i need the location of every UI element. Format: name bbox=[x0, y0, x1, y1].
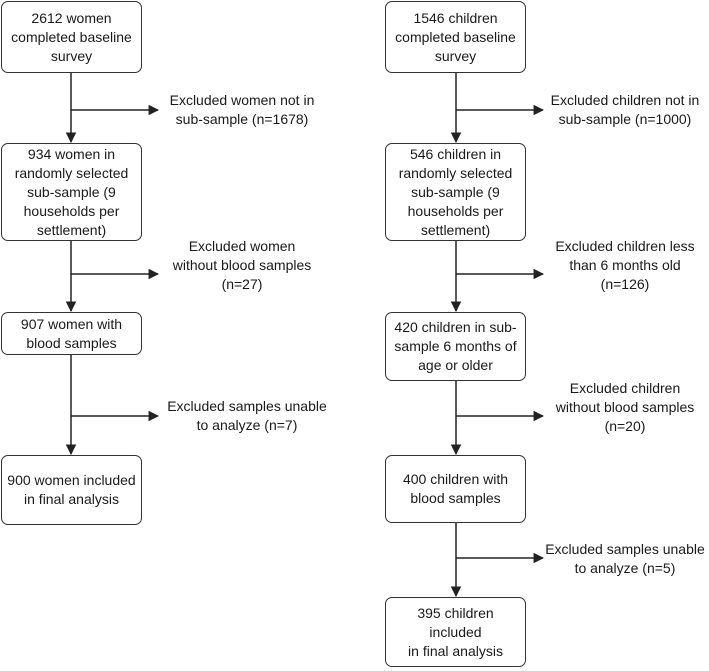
women-exclusion-unable-analyze: Excluded samples unable to analyze (n=7) bbox=[167, 398, 327, 433]
children-exclusion-no-blood: Excluded children without blood samples … bbox=[555, 380, 695, 434]
women-exclusion-no-blood: Excluded women without blood samples (n=… bbox=[172, 238, 312, 292]
women-box-subsample: 934 women in randomly selected sub-sampl… bbox=[1, 143, 142, 241]
children-exclusion-under-six-months: Excluded children less than 6 months old… bbox=[555, 238, 695, 292]
children-box-blood-samples: 400 children with blood samples bbox=[385, 455, 526, 523]
children-box-final: 395 children included in final analysis bbox=[385, 597, 526, 667]
women-box-baseline: 2612 women completed baseline survey bbox=[1, 1, 142, 73]
children-box-six-months: 420 children in sub- sample 6 months of … bbox=[385, 312, 526, 381]
children-exclusion-unable-analyze: Excluded samples unable to analyze (n=5) bbox=[545, 541, 705, 576]
children-box-subsample: 546 children in randomly selected sub-sa… bbox=[385, 143, 526, 241]
children-box-baseline: 1546 children completed baseline survey bbox=[385, 1, 526, 73]
women-exclusion-not-in-subsample: Excluded women not in sub-sample (n=1678… bbox=[169, 92, 315, 127]
women-box-blood-samples: 907 women with blood samples bbox=[1, 312, 142, 355]
women-box-final: 900 women included in final analysis bbox=[1, 455, 142, 525]
children-exclusion-not-in-subsample: Excluded children not in sub-sample (n=1… bbox=[550, 92, 700, 127]
